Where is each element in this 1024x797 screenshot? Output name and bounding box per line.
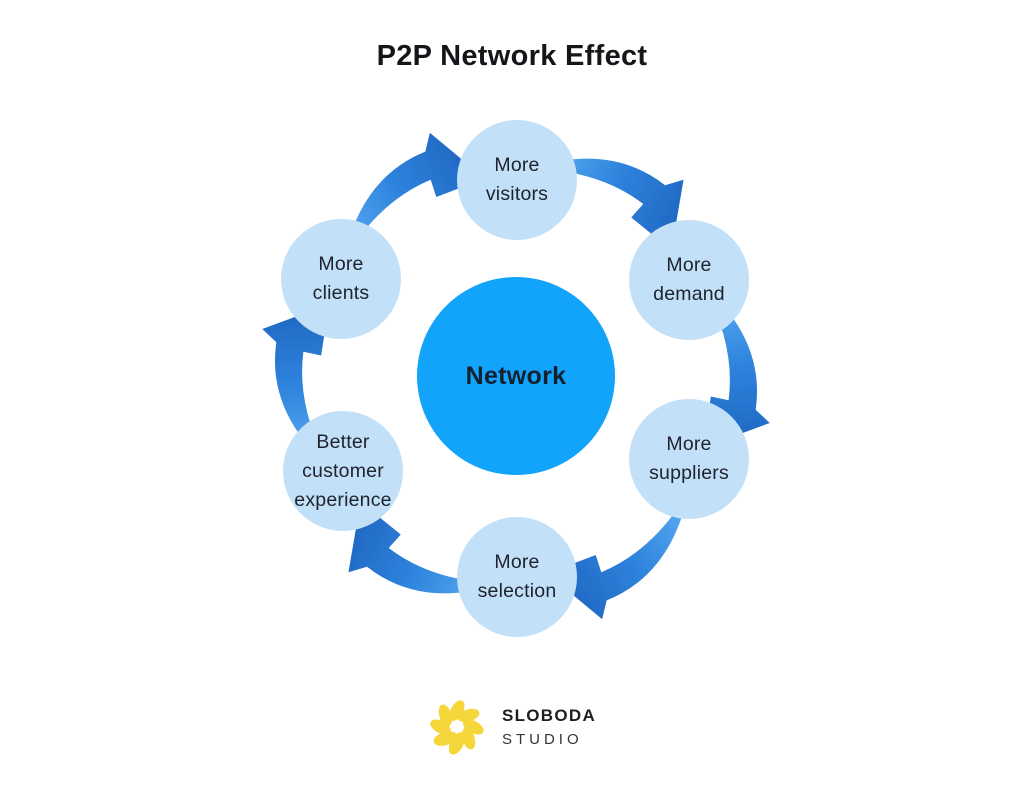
brand-name: SLOBODA: [501, 706, 597, 725]
brand-subname: STUDIO: [501, 731, 583, 748]
node-more-demand: More demand: [629, 220, 749, 340]
node-more-clients: More clients: [281, 219, 401, 339]
node-more-visitors-label: More visitors: [485, 154, 549, 205]
node-more-visitors: More visitors: [457, 120, 577, 240]
node-more-selection: More selection: [457, 517, 577, 637]
page-title: P2P Network Effect: [376, 40, 648, 72]
node-more-demand-label: More demand: [653, 254, 725, 305]
node-better-customer-experience: Better customer experience: [283, 411, 403, 531]
node-more-clients-label: More clients: [312, 253, 370, 304]
node-better-customer-experience-label: Better customer experience: [294, 430, 392, 511]
flower-icon: [430, 700, 484, 755]
node-more-suppliers: More suppliers: [629, 399, 749, 519]
node-more-selection-label: More selection: [477, 551, 557, 602]
sloboda-studio-logo: SLOBODA STUDIO: [428, 696, 596, 758]
brand-text: SLOBODA STUDIO: [502, 706, 596, 748]
node-network-label: Network: [465, 361, 567, 390]
node-more-suppliers-label: More suppliers: [649, 433, 729, 484]
node-network: Network: [417, 277, 615, 475]
